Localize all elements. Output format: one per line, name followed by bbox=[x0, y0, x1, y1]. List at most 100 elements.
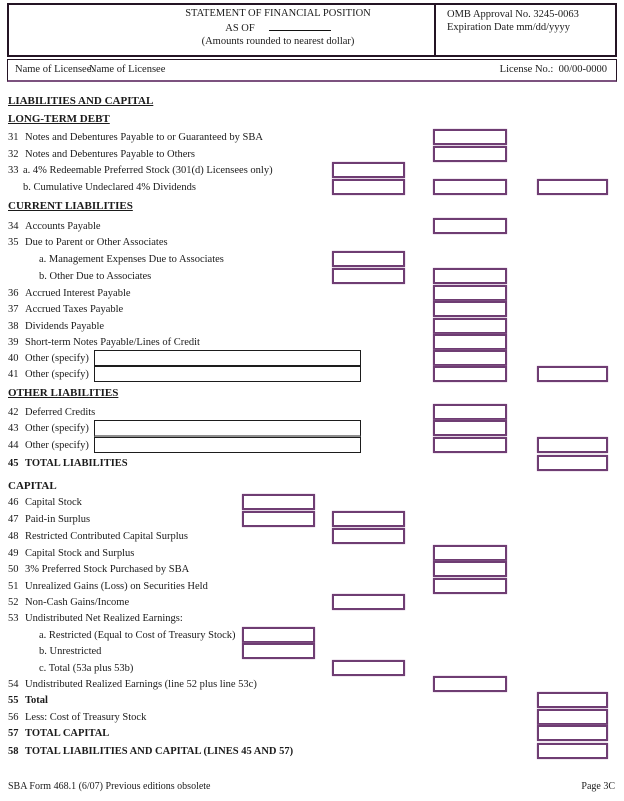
amount-box-53b[interactable] bbox=[242, 643, 315, 659]
specify-field-43[interactable] bbox=[94, 420, 361, 438]
row-44: 44 Other (specify) bbox=[0, 437, 624, 454]
specify-field-40[interactable] bbox=[94, 350, 361, 366]
amount-box-43[interactable] bbox=[433, 420, 507, 436]
amount-box-38[interactable] bbox=[433, 318, 507, 334]
page-number: Page 3C bbox=[581, 781, 615, 792]
omb-block: OMB Approval No. 3245-0063 Expiration Da… bbox=[447, 8, 579, 34]
amount-box-49[interactable] bbox=[433, 545, 507, 561]
amount-box-53c[interactable] bbox=[332, 660, 405, 676]
line-label: Non-Cash Gains/Income bbox=[25, 597, 130, 608]
form-id-footer: SBA Form 468.1 (6/07) Previous editions … bbox=[8, 781, 211, 792]
specify-field-41[interactable] bbox=[94, 366, 361, 382]
amount-box-42[interactable] bbox=[433, 404, 507, 420]
line-number: 51 bbox=[8, 581, 19, 592]
line-number: 36 bbox=[8, 288, 19, 299]
amount-box-41-2[interactable] bbox=[537, 366, 608, 382]
amount-box-53a[interactable] bbox=[242, 627, 315, 643]
amount-box-39[interactable] bbox=[433, 334, 507, 350]
amount-box-44-1[interactable] bbox=[433, 437, 507, 453]
amount-box-47-2[interactable] bbox=[332, 511, 405, 527]
row-53: 53 Undistributed Net Realized Earnings: bbox=[0, 610, 624, 627]
row-31: 31 Notes and Debentures Payable to or Gu… bbox=[0, 129, 624, 146]
amount-box-36[interactable] bbox=[433, 285, 507, 301]
amount-box-57[interactable] bbox=[537, 725, 608, 741]
specify-field-44[interactable] bbox=[94, 437, 361, 453]
line-label: TOTAL LIABILITIES AND CAPITAL (LINES 45 … bbox=[25, 746, 294, 757]
row-33a: 33 a. 4% Redeemable Preferred Stock (301… bbox=[0, 162, 624, 179]
section-long-term-debt: LONG-TERM DEBT bbox=[8, 113, 110, 125]
line-label: Capital Stock bbox=[25, 497, 82, 508]
line-label: a. Management Expenses Due to Associates bbox=[39, 254, 224, 265]
amount-box-48[interactable] bbox=[332, 528, 405, 544]
line-number: 56 bbox=[8, 712, 19, 723]
amount-box-45[interactable] bbox=[537, 455, 608, 471]
amount-box-58[interactable] bbox=[537, 743, 608, 759]
line-label: c. Total (53a plus 53b) bbox=[39, 663, 134, 674]
row-49: 49 Capital Stock and Surplus bbox=[0, 545, 624, 562]
line-number: 48 bbox=[8, 531, 19, 542]
line-label: Accrued Taxes Payable bbox=[25, 304, 124, 315]
amount-box-41-1[interactable] bbox=[433, 366, 507, 382]
amount-box-51[interactable] bbox=[433, 578, 507, 594]
amount-box-40[interactable] bbox=[433, 350, 507, 366]
amount-box-52[interactable] bbox=[332, 594, 405, 610]
row-36: 36 Accrued Interest Payable bbox=[0, 285, 624, 302]
row-53c: c. Total (53a plus 53b) bbox=[0, 660, 624, 677]
line-label: Other (specify) bbox=[25, 440, 89, 451]
amount-box-33b-1[interactable] bbox=[332, 179, 405, 195]
amount-box-37[interactable] bbox=[433, 301, 507, 317]
row-51: 51 Unrealized Gains (Loss) on Securities… bbox=[0, 578, 624, 595]
section-current-liabilities: CURRENT LIABILITIES bbox=[8, 200, 133, 212]
line-label: Unrealized Gains (Loss) on Securities He… bbox=[25, 581, 208, 592]
row-35: 35 Due to Parent or Other Associates bbox=[0, 234, 624, 251]
row-52: 52 Non-Cash Gains/Income bbox=[0, 594, 624, 611]
line-number: 58 bbox=[8, 746, 19, 757]
row-47: 47 Paid-in Surplus bbox=[0, 511, 624, 528]
amount-box-35a[interactable] bbox=[332, 251, 405, 267]
line-number: 37 bbox=[8, 304, 19, 315]
line-number: 49 bbox=[8, 548, 19, 559]
amount-box-31[interactable] bbox=[433, 129, 507, 145]
line-number: 35 bbox=[8, 237, 19, 248]
license-number-value[interactable]: 00/00-0000 bbox=[558, 64, 607, 75]
amount-box-47-1[interactable] bbox=[242, 511, 315, 527]
amount-box-55[interactable] bbox=[537, 692, 608, 708]
line-number: 34 bbox=[8, 221, 19, 232]
licensee-name-value[interactable]: Name of Licensee bbox=[89, 64, 166, 75]
row-35a: a. Management Expenses Due to Associates bbox=[0, 251, 624, 268]
as-of-label: AS OF bbox=[225, 23, 255, 34]
row-39: 39 Short-term Notes Payable/Lines of Cre… bbox=[0, 334, 624, 351]
line-label: Notes and Debentures Payable to or Guara… bbox=[25, 132, 263, 143]
license-number: License No.: 00/00-0000 bbox=[500, 64, 607, 75]
form-title: STATEMENT OF FINANCIAL POSITION bbox=[185, 8, 371, 19]
line-number: 55 bbox=[8, 695, 19, 706]
row-53b: b. Unrestricted bbox=[0, 643, 624, 660]
amount-box-33a[interactable] bbox=[332, 162, 405, 178]
form-subtitle: (Amounts rounded to nearest dollar) bbox=[201, 36, 355, 47]
amount-box-56[interactable] bbox=[537, 709, 608, 725]
line-number: 42 bbox=[8, 407, 19, 418]
line-number: 40 bbox=[8, 353, 19, 364]
as-of-line: AS OF bbox=[95, 20, 461, 35]
section-other-liabilities: OTHER LIABILITIES bbox=[8, 387, 119, 399]
licensee-box: Name of Licensee: Name of Licensee Licen… bbox=[7, 59, 617, 82]
line-number: 39 bbox=[8, 337, 19, 348]
row-50: 50 3% Preferred Stock Purchased by SBA bbox=[0, 561, 624, 578]
amount-box-32[interactable] bbox=[433, 146, 507, 162]
amount-box-35b-1[interactable] bbox=[332, 268, 405, 284]
amount-box-33b-3[interactable] bbox=[537, 179, 608, 195]
amount-box-34[interactable] bbox=[433, 218, 507, 234]
line-label: Other (specify) bbox=[25, 369, 89, 380]
row-35b: b. Other Due to Associates bbox=[0, 268, 624, 285]
amount-box-54[interactable] bbox=[433, 676, 507, 692]
line-label: TOTAL CAPITAL bbox=[25, 728, 110, 739]
amount-box-50[interactable] bbox=[433, 561, 507, 577]
line-label: Accrued Interest Payable bbox=[25, 288, 131, 299]
as-of-date-field[interactable] bbox=[268, 20, 331, 31]
amount-box-35b-2[interactable] bbox=[433, 268, 507, 284]
amount-box-33b-2[interactable] bbox=[433, 179, 507, 195]
amount-box-46[interactable] bbox=[242, 494, 315, 510]
amount-box-44-2[interactable] bbox=[537, 437, 608, 453]
line-number: 45 bbox=[8, 458, 19, 469]
